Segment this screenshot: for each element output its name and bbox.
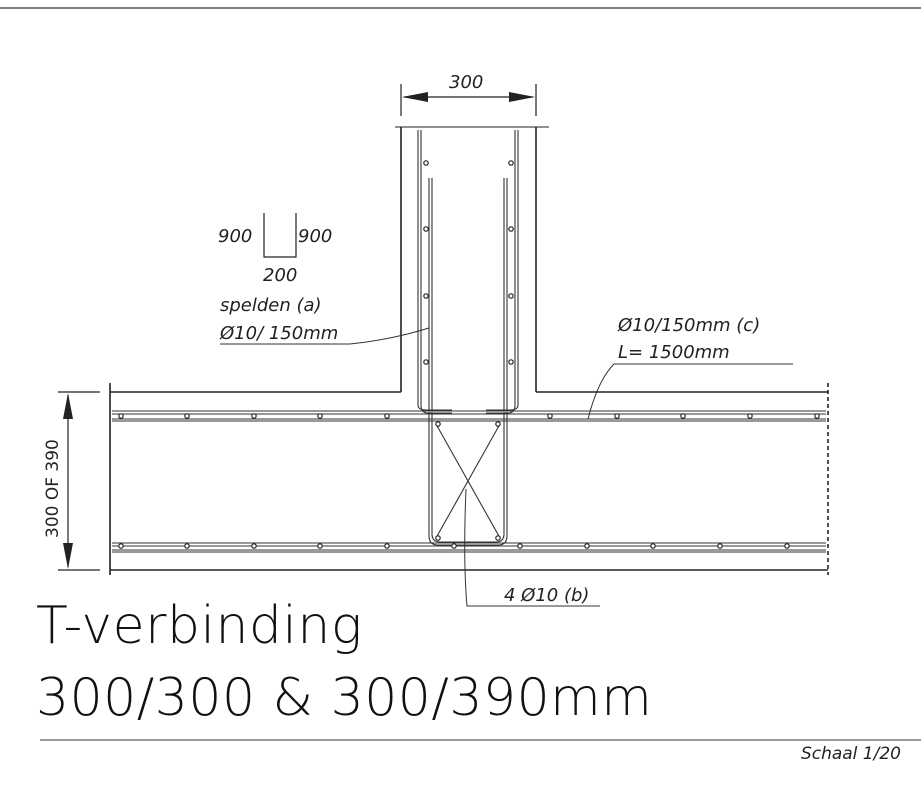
rebar-dots xyxy=(118,160,820,549)
hook-right-label: 900 xyxy=(298,226,332,247)
title-line-2: 300/300 & 300/390mm xyxy=(36,668,653,728)
dimension-left xyxy=(58,391,100,571)
dimension-top xyxy=(400,84,537,116)
u-stirrup xyxy=(428,412,508,546)
hook-shape-icon xyxy=(263,213,297,258)
leader-a xyxy=(220,327,430,345)
label-c-line1: Ø10/150mm (c) xyxy=(617,315,760,336)
leader-c xyxy=(587,363,793,420)
title-line-1: T-verbinding xyxy=(36,596,363,656)
beam-outline xyxy=(109,383,829,575)
label-a-line2: Ø10/ 150mm xyxy=(219,323,338,344)
hook-left-label: 900 xyxy=(218,226,252,247)
label-b: 4 Ø10 (b) xyxy=(504,585,589,606)
wall-rebars xyxy=(417,130,519,414)
dimension-left-label: 300 OF 390 xyxy=(43,439,63,538)
bottom-rebars xyxy=(112,542,826,553)
wall-outline xyxy=(395,126,549,392)
scale-label: Schaal 1/20 xyxy=(800,744,901,764)
hook-bottom-label: 200 xyxy=(263,265,297,286)
top-rebars xyxy=(112,410,826,422)
label-a-line1: spelden (a) xyxy=(220,295,322,316)
dimension-top-label: 300 xyxy=(449,72,483,93)
leader-b xyxy=(464,488,600,607)
label-c-line2: L= 1500mm xyxy=(618,342,730,363)
